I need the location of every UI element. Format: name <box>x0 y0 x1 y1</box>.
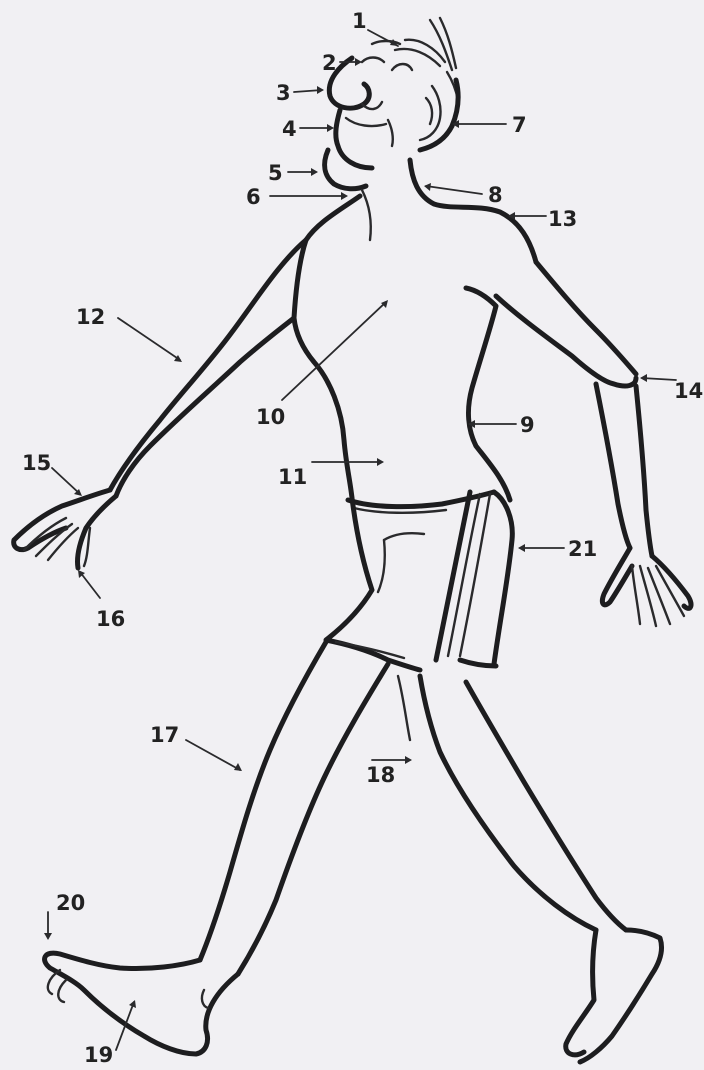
label-18: 18 <box>366 763 395 787</box>
legs <box>200 642 626 974</box>
label-1: 1 <box>352 9 367 33</box>
feet <box>45 930 662 1062</box>
label-12: 12 <box>76 305 105 329</box>
label-11: 11 <box>278 465 307 489</box>
label-14: 14 <box>674 379 703 403</box>
shorts <box>326 492 512 670</box>
arms <box>14 240 691 626</box>
label-21: 21 <box>568 537 597 561</box>
torso <box>294 160 536 513</box>
label-16: 16 <box>96 607 125 631</box>
label-17: 17 <box>150 723 179 747</box>
label-20: 20 <box>56 891 85 915</box>
label-5: 5 <box>268 161 283 185</box>
label-6: 6 <box>246 185 261 209</box>
label-19: 19 <box>84 1043 113 1067</box>
label-2: 2 <box>322 51 337 75</box>
label-4: 4 <box>282 117 297 141</box>
label-8: 8 <box>488 183 503 207</box>
label-7: 7 <box>512 113 527 137</box>
label-9: 9 <box>520 413 535 437</box>
label-3: 3 <box>276 81 291 105</box>
label-10: 10 <box>256 405 285 429</box>
label-15: 15 <box>22 451 51 475</box>
label-13: 13 <box>548 207 577 231</box>
